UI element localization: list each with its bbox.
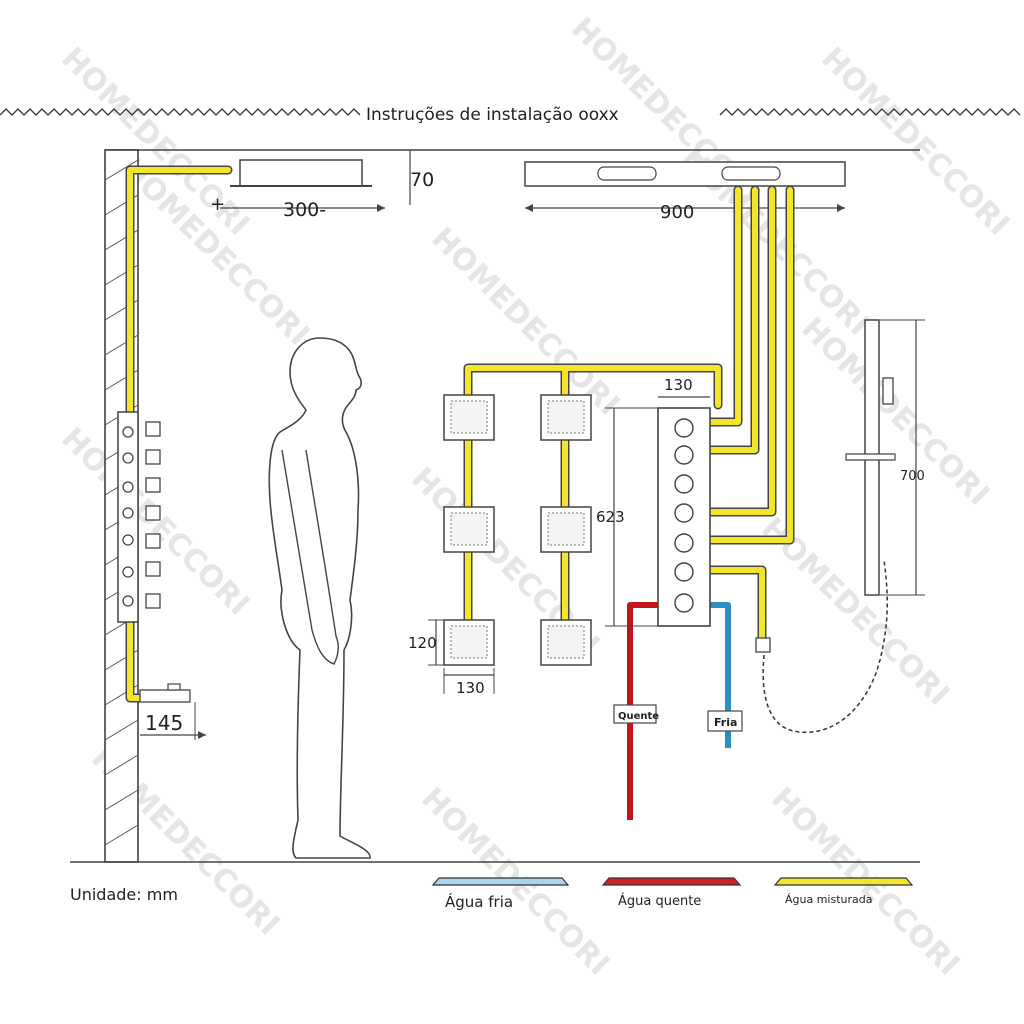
body-jet <box>540 619 592 666</box>
legend-label-hot: Água quente <box>618 893 701 909</box>
dim-spout-depth: 145 <box>145 711 183 735</box>
dim-900-arrow-right <box>837 204 845 212</box>
ceiling-zigzag-left <box>0 108 361 116</box>
svg-text:HOMEDECCORI: HOMEDECCORI <box>424 221 626 423</box>
cold-water-pipe <box>710 602 731 748</box>
hot-water-pipe <box>627 602 658 820</box>
cold-tag-label: Fria <box>714 716 737 729</box>
human-arm <box>281 449 339 665</box>
dim-145-arrow <box>198 731 206 739</box>
body-jet <box>443 394 495 441</box>
dim-valve-height: 623 <box>596 508 625 526</box>
hose-connector <box>755 637 771 653</box>
tub-spout-top <box>167 683 181 691</box>
tub-spout <box>139 689 191 703</box>
hand-shower <box>882 377 894 405</box>
body-jets <box>443 394 592 666</box>
legend-swatch-cold <box>431 877 570 886</box>
ceiling-head-small <box>239 159 363 187</box>
dim-handheld-height: 700 <box>900 469 925 484</box>
valve-knobs <box>674 418 694 613</box>
dim-jet-height: 120 <box>408 634 437 652</box>
hot-tag-label: Quente <box>618 711 659 722</box>
legend-label-cold: Água fria <box>445 892 513 911</box>
hot-tag: Quente <box>613 704 659 724</box>
dim-900-arrow-left <box>525 204 533 212</box>
svg-text:HOMEDECCORI: HOMEDECCORI <box>794 311 996 513</box>
rain-panel <box>524 161 846 187</box>
dim-ceiling-plus: + <box>210 194 225 215</box>
shower-hose <box>762 559 889 733</box>
column-valve-knobs <box>145 421 161 609</box>
cold-tag: Fria <box>707 710 743 732</box>
legend-label-mixed: Água misturada <box>785 893 873 906</box>
legend-swatch-hot <box>601 877 742 886</box>
dim-valve-width: 130 <box>664 376 693 394</box>
dim-ceiling-width: 300- <box>283 199 326 221</box>
dim-ceiling-height: 70 <box>410 169 434 191</box>
body-jet <box>540 394 592 441</box>
dim-300-arrow <box>377 204 385 212</box>
body-jet <box>540 506 592 553</box>
ceiling-zigzag-right <box>719 108 1021 116</box>
rain-panel-outlet-left <box>597 166 657 181</box>
body-jet <box>443 619 495 666</box>
dim-rain-panel-width: 900 <box>660 202 694 223</box>
unit-label: Unidade: mm <box>70 885 178 904</box>
legend: Água fria Água quente Água misturada <box>431 877 914 911</box>
rain-panel-outlet-right <box>721 166 781 181</box>
dim-jet-width: 130 <box>456 679 485 697</box>
legend-swatch-mixed <box>773 877 914 886</box>
svg-text:HOMEDECCORI: HOMEDECCORI <box>814 41 1016 243</box>
diagram-title: Instruções de instalação ooxx <box>366 105 619 125</box>
slide-bar-holder <box>845 453 896 461</box>
body-jet <box>443 506 495 553</box>
column-jets <box>122 426 134 607</box>
